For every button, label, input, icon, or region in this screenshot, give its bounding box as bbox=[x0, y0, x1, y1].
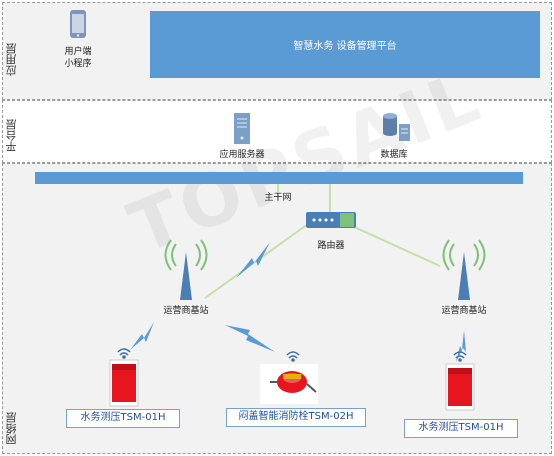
database-label: 数据库 bbox=[380, 150, 408, 160]
device-right-label: 水务测压TSM-01H bbox=[404, 419, 518, 438]
wireless-bolt-tower-hydrant bbox=[225, 325, 275, 352]
device-management-platform: 智慧水务 设备管理平台 bbox=[150, 11, 540, 78]
link-lines bbox=[204, 184, 441, 299]
backbone-bus bbox=[35, 172, 523, 184]
base-station-right-icon bbox=[442, 239, 486, 300]
base-station-left-label: 运营商基站 bbox=[163, 306, 209, 316]
server-icon bbox=[234, 113, 250, 144]
wireless-bolt-tower-left-device bbox=[130, 322, 154, 350]
miniprogram-label: 用户端 小程序 bbox=[64, 47, 92, 69]
router-label: 路由器 bbox=[317, 241, 345, 251]
app-server-label: 应用服务器 bbox=[219, 150, 265, 160]
wireless-bolt-tower-right-device bbox=[456, 330, 466, 362]
base-station-right-label: 运营商基站 bbox=[441, 306, 487, 316]
wireless-links bbox=[130, 242, 466, 362]
phone-icon bbox=[70, 10, 86, 38]
wifi-icon-right bbox=[453, 351, 467, 362]
platform-layer: 平台层 bbox=[2, 100, 552, 163]
wifi-icon-left bbox=[117, 348, 131, 359]
wireless-bolt-tower-router bbox=[236, 242, 270, 278]
router-icon bbox=[306, 212, 356, 228]
pressure-sensor-right-icon bbox=[445, 363, 475, 411]
wifi-icon-middle bbox=[286, 351, 300, 362]
device-left-label: 水务测压TSM-01H bbox=[66, 409, 180, 428]
device-middle-label: 闷盖智能消防栓TSM-02H bbox=[226, 408, 366, 427]
pressure-sensor-left-icon bbox=[109, 359, 139, 407]
database-icon bbox=[383, 113, 410, 141]
backbone-label: 主干网 bbox=[264, 193, 292, 203]
wifi-icons bbox=[117, 348, 467, 362]
hydrant-cap-icon bbox=[260, 364, 318, 404]
base-station-left-icon bbox=[164, 239, 208, 300]
